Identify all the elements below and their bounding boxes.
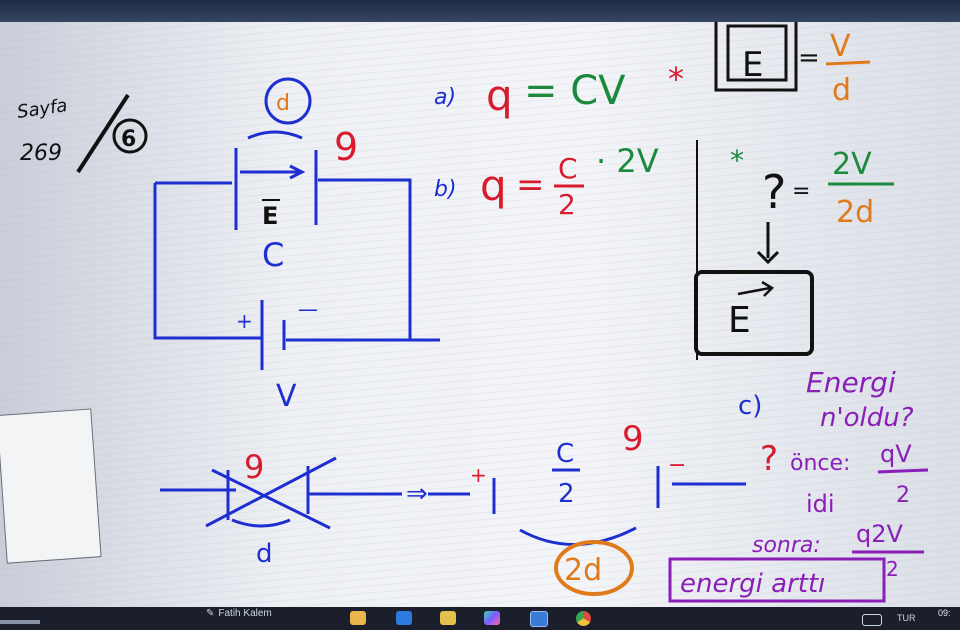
part-b-q: q xyxy=(480,161,507,210)
part-b-2d-den: 2d xyxy=(836,195,874,230)
paper-sheet xyxy=(0,408,102,564)
copilot-icon[interactable] xyxy=(484,611,500,625)
handwriting-layer: Sayfa 269 6 d 9 E C + — V a) q = CV * xyxy=(0,22,929,603)
bottom-2: 2 xyxy=(558,479,575,509)
plus-terminal: + xyxy=(236,309,253,333)
part-b-c: C xyxy=(558,152,578,185)
part-c-sonra: sonra: xyxy=(752,533,821,558)
part-a-boxed-e: E xyxy=(742,45,763,85)
bottom-minus: − xyxy=(668,453,686,478)
minus-terminal: — xyxy=(298,297,318,321)
part-c-line1: Energi xyxy=(806,366,896,399)
taskbar-app-label: Fatih Kalem xyxy=(218,608,272,619)
bottom-q-right: 9 xyxy=(622,419,644,459)
capacitance-c-label: C xyxy=(262,236,284,274)
part-b-label: b) xyxy=(434,177,457,202)
circuit-labels: d 9 E C + — V xyxy=(236,77,358,414)
charge-q-label: 9 xyxy=(334,125,358,169)
pen-icon: ✎ xyxy=(206,608,215,619)
part-c-qmark: ? xyxy=(760,439,778,479)
bottom-arrow: ⇒ xyxy=(406,479,428,509)
part-a-q: q xyxy=(486,71,513,120)
part-b-2v-num: 2V xyxy=(832,147,872,182)
bottom-plus: + xyxy=(470,463,487,487)
part-c-boxed-text: energi arttı xyxy=(680,569,825,599)
bottom-diagram-labels: 9 d ⇒ + C 2 9 − 2d xyxy=(244,419,686,596)
page-ref-number: 6 xyxy=(121,127,136,152)
clock[interactable]: 09: xyxy=(938,608,951,618)
phone-link-icon[interactable] xyxy=(530,611,548,627)
part-a-label: a) xyxy=(434,85,456,110)
part-b-question: ? xyxy=(762,165,786,219)
files-icon[interactable] xyxy=(440,611,456,625)
part-b-equals: = xyxy=(792,179,810,204)
part-c-line2: n'oldu? xyxy=(820,403,914,433)
taskbar xyxy=(0,607,960,630)
circled-2d xyxy=(554,540,634,596)
d-circle xyxy=(264,77,312,125)
top-window-edge xyxy=(0,0,960,26)
voltage-v-label: V xyxy=(276,379,297,414)
folder-icon[interactable] xyxy=(350,611,366,625)
part-c-sonra-den: 2 xyxy=(886,557,899,581)
part-a-equals: = xyxy=(798,43,820,73)
whiteboard[interactable]: Sayfa 269 6 d 9 E C + — V a) q = CV * xyxy=(0,22,960,607)
bottom-q-left: 9 xyxy=(244,448,264,486)
part-c-once: önce: xyxy=(790,451,850,476)
part-c-sonra-num: q2V xyxy=(856,520,904,548)
keyboard-icon[interactable] xyxy=(862,614,882,626)
page-ref-sayfa: Sayfa xyxy=(16,95,69,123)
bottom-2d: 2d xyxy=(564,553,602,588)
taskbar-app-fatih-kalem[interactable]: ✎ Fatih Kalem xyxy=(206,608,272,619)
bottom-d-label: d xyxy=(256,539,273,569)
bottom-diagram xyxy=(160,456,746,546)
store-icon[interactable] xyxy=(396,611,412,625)
part-b-boxed-e: E xyxy=(728,300,751,341)
part-a-cv: = CV xyxy=(524,68,626,114)
bottom-c: C xyxy=(556,439,574,469)
part-b-star: * xyxy=(730,144,744,177)
part-a-star: * xyxy=(668,60,684,98)
part-b-eq: = xyxy=(516,165,545,205)
language-indicator[interactable]: TUR xyxy=(897,613,916,623)
part-c: c) Energi n'oldu? ? önce: qV 2 idi sonra… xyxy=(668,366,929,603)
part-c-once-den: 2 xyxy=(896,483,910,508)
page-reference: Sayfa 269 6 xyxy=(16,93,148,174)
field-e-label: E xyxy=(262,202,278,230)
part-b-2: 2 xyxy=(558,188,576,221)
part-c-label: c) xyxy=(738,391,762,421)
d-circled-label: d xyxy=(276,91,290,116)
part-a-v: V xyxy=(830,29,851,64)
taskbar-left-edge xyxy=(0,620,40,624)
page-ref-269: 269 xyxy=(20,141,62,166)
part-a: a) q = CV * E = V d xyxy=(434,22,871,120)
part-b-2v: · 2V xyxy=(596,142,659,180)
chrome-icon[interactable] xyxy=(576,611,591,626)
part-b: b) q = C 2 · 2V * ? = 2V 2d E xyxy=(434,140,894,360)
part-c-once-num: qV xyxy=(880,440,912,468)
capacitor-circuit xyxy=(153,130,440,370)
part-c-idi: idi xyxy=(806,490,835,518)
part-a-d: d xyxy=(832,73,851,108)
